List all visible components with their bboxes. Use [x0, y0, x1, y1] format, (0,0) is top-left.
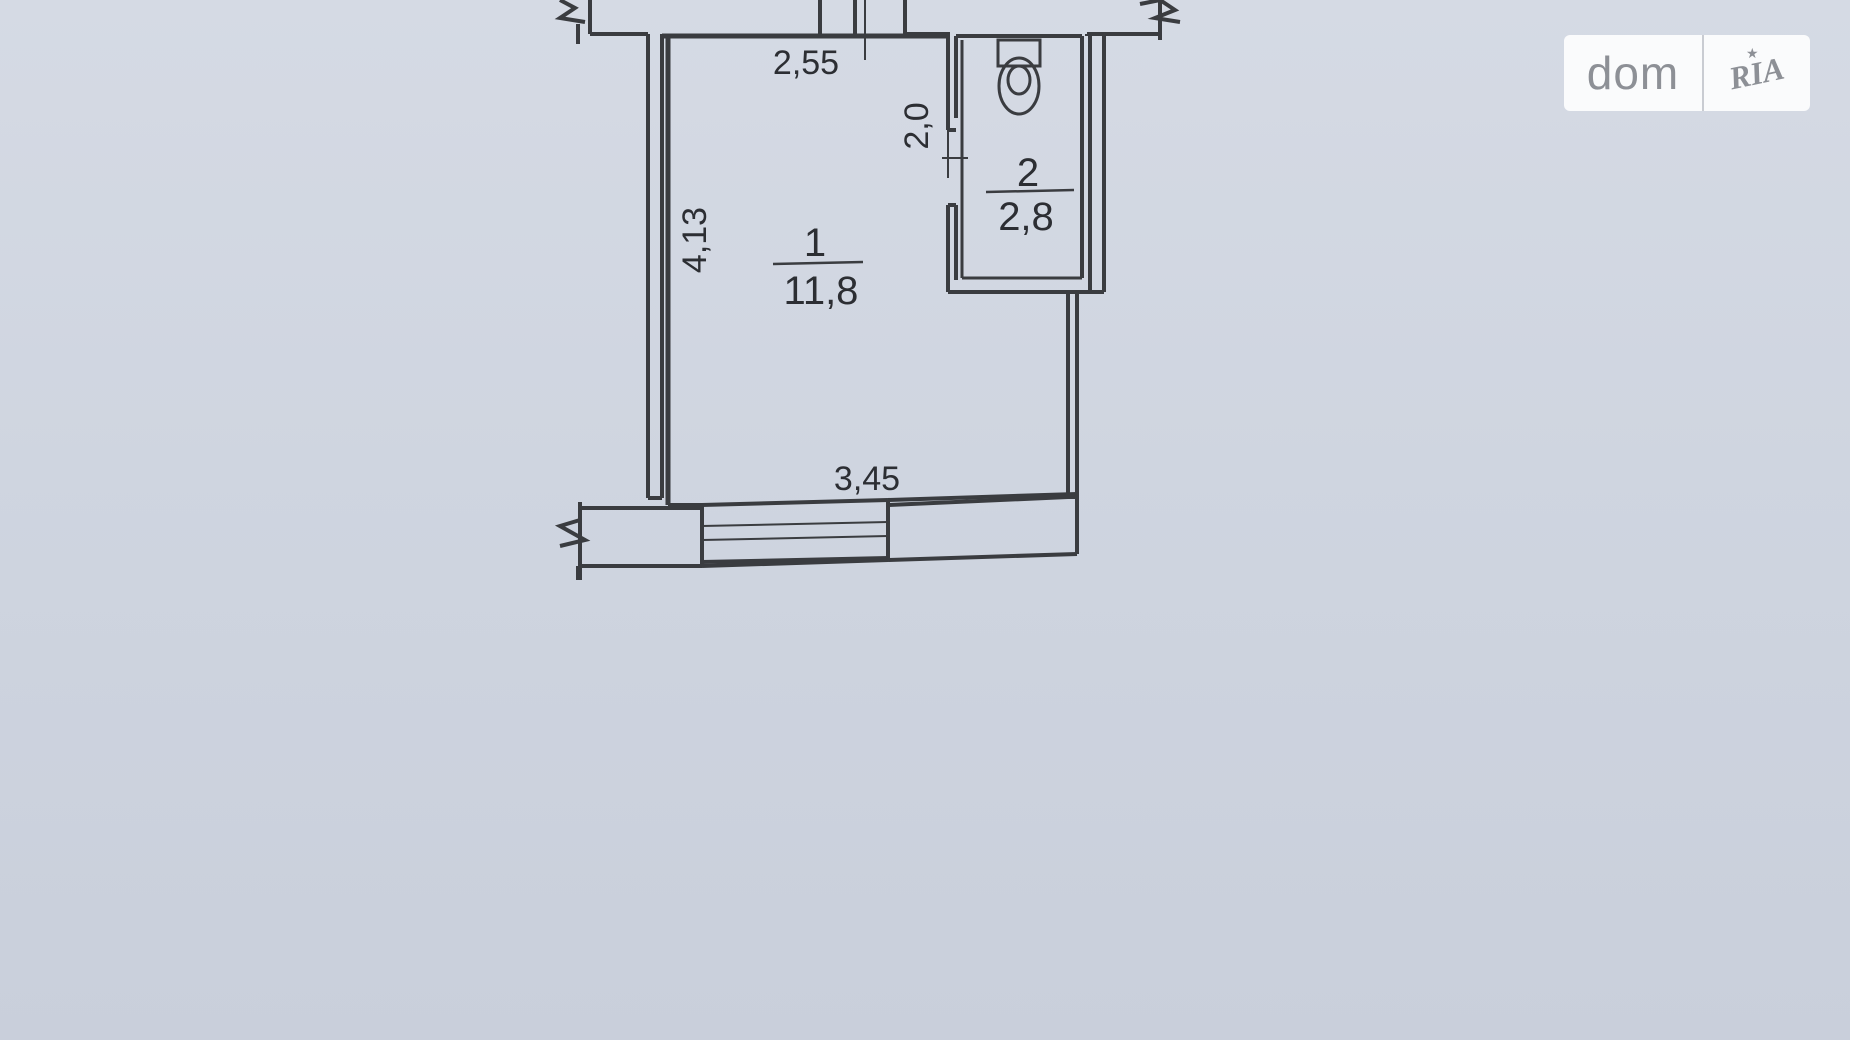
domria-watermark: dom ★ RIA — [1564, 35, 1810, 111]
watermark-dom-text: dom — [1586, 47, 1680, 99]
dimension-left-height: 4,13 — [676, 207, 714, 273]
dimension-top-width: 2,55 — [773, 44, 839, 82]
star-icon: ★ — [1746, 45, 1759, 61]
left-wall — [646, 34, 664, 500]
room-2-number: 2 — [1017, 151, 1039, 195]
room-2-outline — [942, 32, 1106, 294]
bottom-wall — [554, 502, 704, 580]
room-1-outline — [662, 33, 1079, 507]
watermark-ria-logo: ★ RIA — [1704, 35, 1810, 111]
top-door-frame — [818, 0, 907, 60]
room-1-label: 1 11,8 — [772, 221, 864, 313]
watermark-divider — [1702, 35, 1704, 111]
room-2-label: 2 2,8 — [985, 151, 1075, 239]
room-1-area: 11,8 — [784, 269, 859, 313]
dimension-bottom-width: 3,45 — [834, 460, 900, 498]
room-1-number: 1 — [804, 221, 826, 265]
bottom-right-wall — [701, 492, 1079, 568]
watermark-ria-text: RIA — [1726, 49, 1788, 96]
dimension-bathroom-height: 2,0 — [898, 102, 936, 149]
window — [700, 498, 890, 566]
top-left-wall — [554, 0, 648, 44]
toilet-icon — [996, 38, 1042, 116]
room-2-area: 2,8 — [998, 195, 1054, 239]
